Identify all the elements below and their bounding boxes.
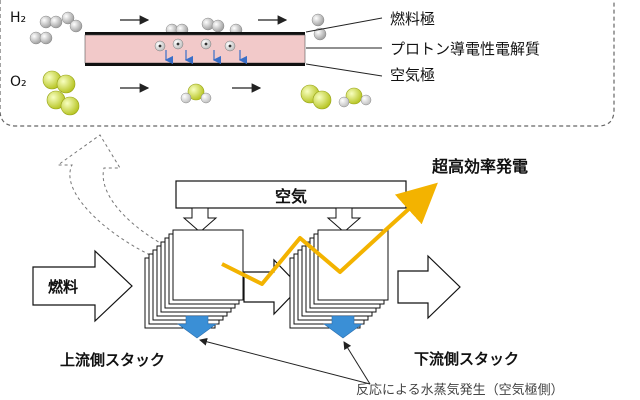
water-drop-icon	[323, 315, 363, 339]
fuel-electrode-layer	[85, 32, 305, 35]
outlet-arrow	[397, 254, 461, 320]
o2-molecule	[300, 84, 332, 110]
leader-line	[199, 337, 371, 385]
efficiency-arrow	[221, 182, 438, 286]
electrolyte-membrane	[84, 34, 306, 64]
air-label: 空気	[275, 187, 307, 206]
cell-inset: H₂ O₂	[0, 0, 615, 127]
leader-line	[305, 17, 383, 33]
upstream-stack-label: 上流側スタック	[60, 351, 165, 369]
h2-label: H₂	[10, 10, 26, 26]
h2-molecule	[311, 13, 327, 41]
water-note-label: 反応による水蒸気発生（空気極側）	[356, 382, 564, 398]
water-molecule	[180, 83, 212, 104]
downstream-stack	[289, 229, 389, 339]
fuel-inlet-arrow	[32, 249, 133, 323]
leader-line	[305, 63, 383, 77]
proton-ions	[154, 38, 248, 65]
inset-border	[0, 0, 615, 127]
air-electrode-label: 空気極	[390, 66, 435, 84]
zoom-callout-arrow	[56, 134, 163, 256]
leader-line	[343, 341, 371, 385]
air-electrode-layer	[85, 63, 305, 66]
o2-molecule	[42, 70, 80, 116]
fuel-electrode-label: 燃料極	[390, 10, 435, 28]
water-drop-icon	[177, 315, 217, 339]
membrane-label: プロトン導電性電解質	[390, 40, 540, 58]
fuel-label: 燃料	[48, 278, 78, 296]
h2-molecule	[29, 11, 83, 45]
water-molecule	[338, 87, 372, 108]
o2-label: O₂	[10, 74, 27, 90]
downstream-stack-label: 下流側スタック	[414, 350, 519, 368]
efficiency-label: 超高効率発電	[431, 157, 528, 176]
upstream-stack	[144, 229, 244, 339]
